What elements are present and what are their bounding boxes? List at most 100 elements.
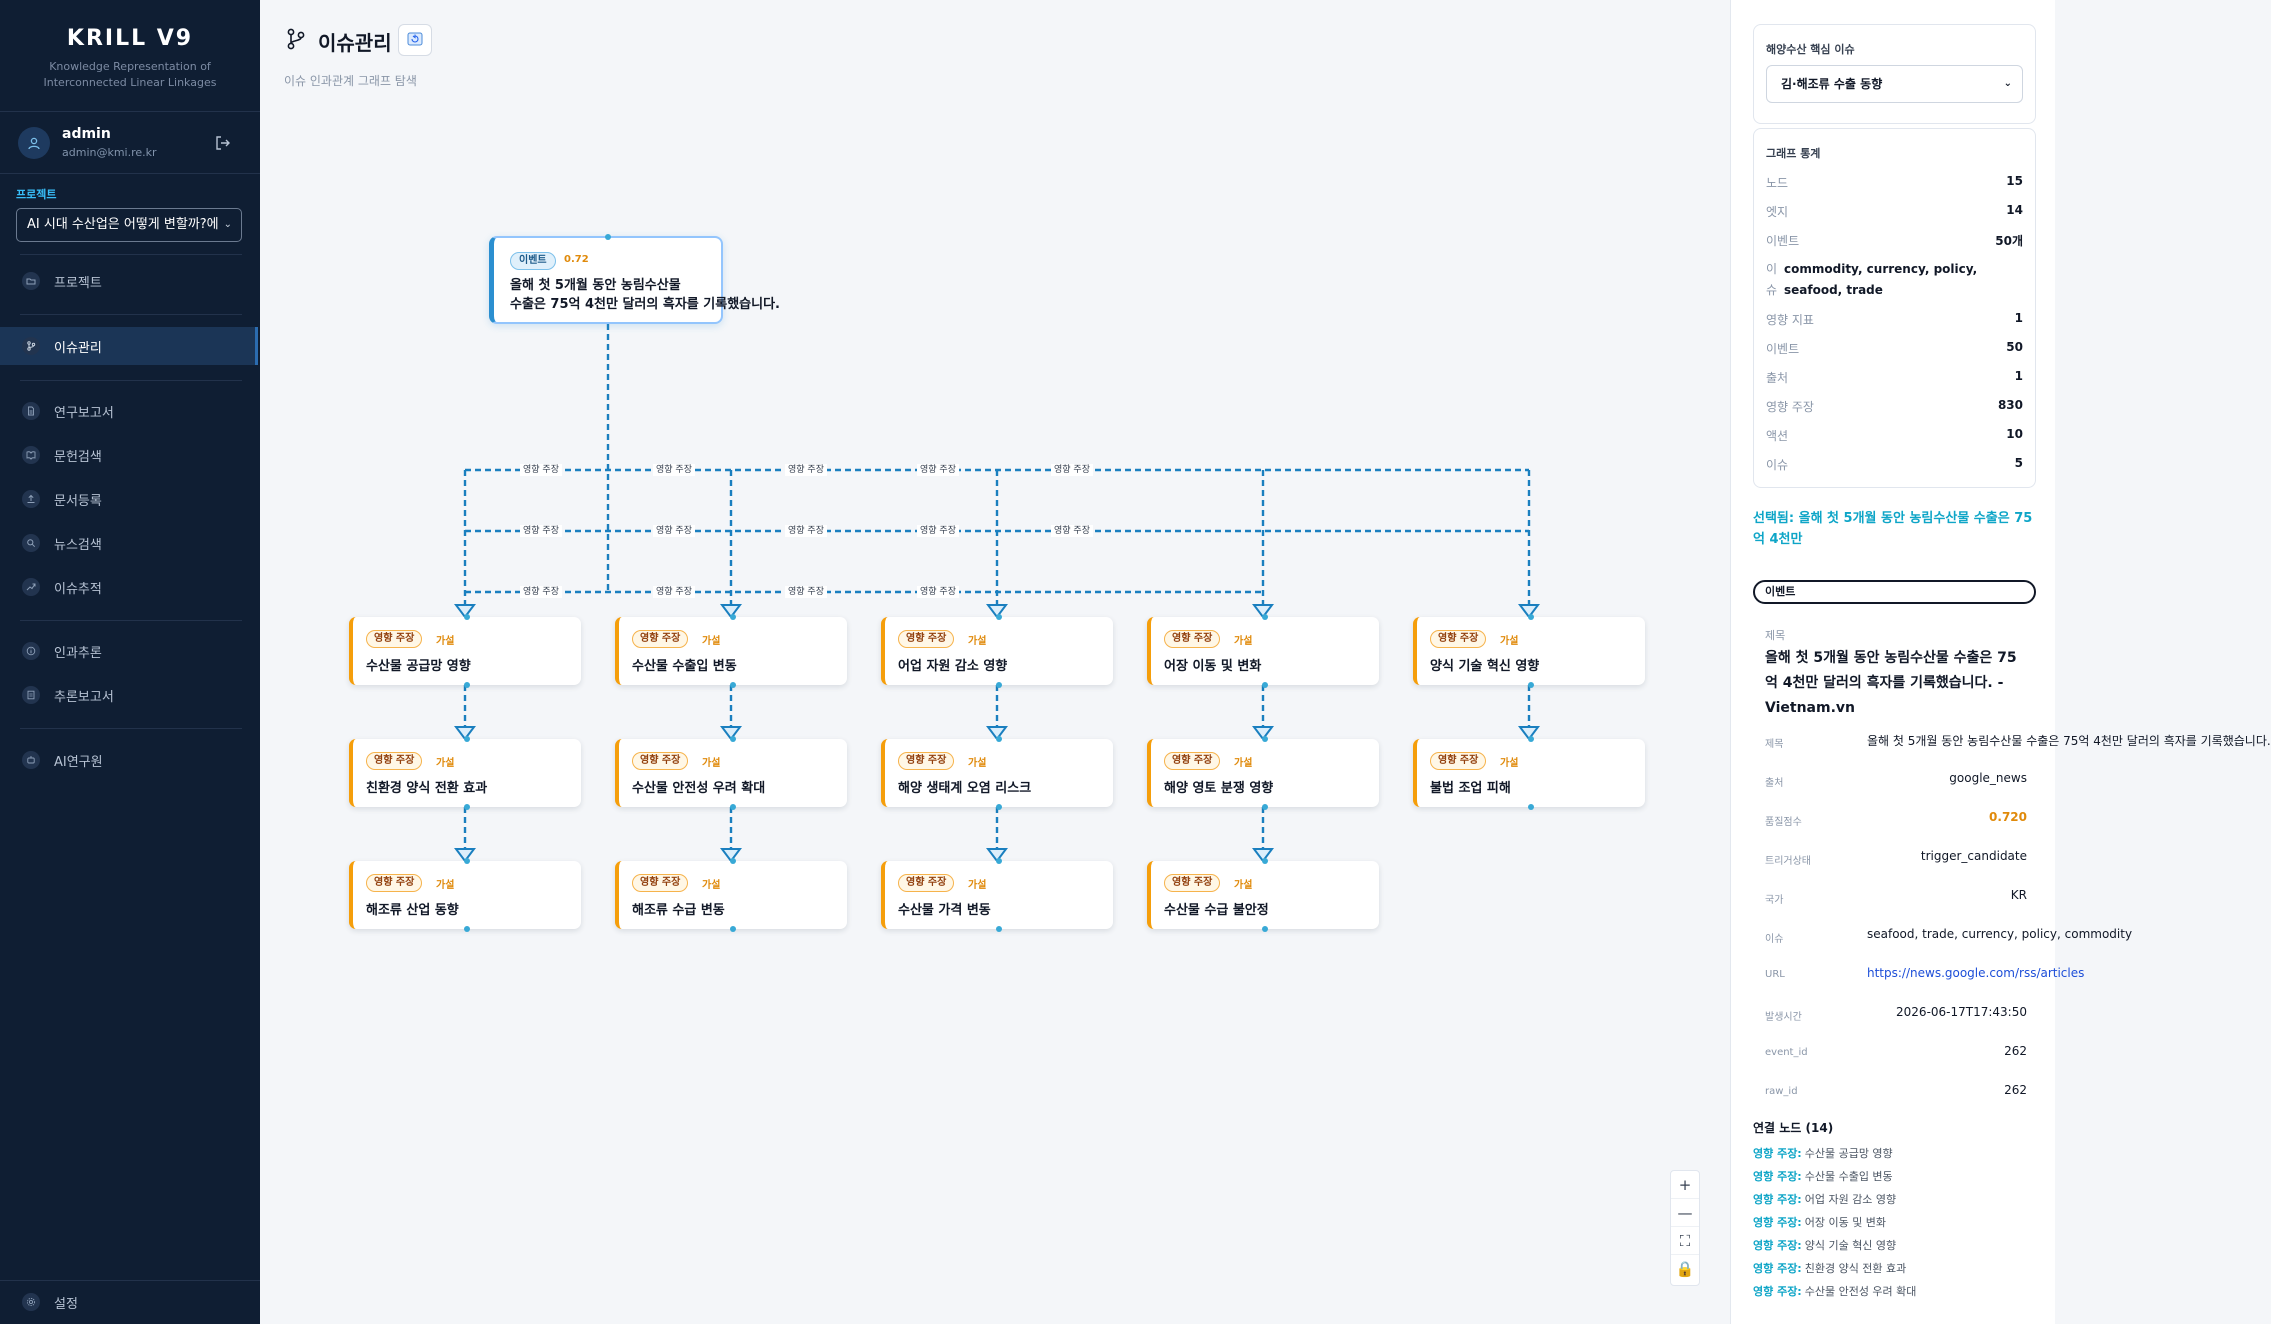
edge-arrow <box>986 726 1008 741</box>
edge-arrow <box>1518 604 1540 619</box>
chevron-down-icon: ⌄ <box>2003 78 2012 89</box>
edge-label: 영향 주장 <box>917 586 959 598</box>
node-handle <box>996 682 1002 688</box>
project-select[interactable]: AI 시대 수산업은 어떻게 변할까?에 ⌄ <box>16 208 242 242</box>
connected-node-item[interactable]: 영향 주장:친환경 양식 전환 효과 <box>1753 1260 2036 1276</box>
connected-node-name: 어업 자원 감소 영향 <box>1804 1193 1897 1206</box>
edge-arrow <box>1252 726 1274 741</box>
sidebar-item-settings[interactable]: 설정 <box>0 1283 258 1321</box>
stat-key: 엣지 <box>1766 205 1789 219</box>
report-icon <box>22 686 40 704</box>
node-handle <box>1262 858 1268 864</box>
edge-arrow <box>454 726 476 741</box>
node-badge: 영향 주장 <box>632 752 689 770</box>
node-handle <box>1262 614 1268 620</box>
node-handle <box>464 736 470 742</box>
node-badge: 영향 주장 <box>1430 752 1487 770</box>
zoom-out-button[interactable]: — <box>1671 1199 1699 1227</box>
divider <box>20 314 242 315</box>
logout-icon[interactable] <box>213 133 233 153</box>
detail-url-link[interactable]: https://news.google.com/rss/articles <box>1867 966 2085 980</box>
node-label: 수산물 수급 불안정 <box>1164 903 1269 918</box>
node-label: 어업 자원 감소 영향 <box>898 659 1008 674</box>
node-kind: 가설 <box>436 880 455 891</box>
zoom-in-button[interactable]: + <box>1671 1171 1699 1199</box>
detail-key: 출처 <box>1765 778 1784 789</box>
node-badge: 영향 주장 <box>898 874 955 892</box>
node-label: 양식 기술 혁신 영향 <box>1430 659 1540 674</box>
sidebar-item-news-search[interactable]: 뉴스검색 <box>0 524 258 562</box>
connected-node-relation: 영향 주장: <box>1753 1239 1802 1252</box>
node-label: 수산물 수출입 변동 <box>632 659 737 674</box>
node-badge: 영향 주장 <box>366 752 423 770</box>
detail-value: trigger_candidate <box>1920 849 2027 863</box>
refresh-button[interactable] <box>398 24 432 56</box>
sidebar-item-label: 설정 <box>54 1296 78 1312</box>
connected-node-item[interactable]: 영향 주장:양식 기술 혁신 영향 <box>1753 1237 2036 1253</box>
upload-icon <box>22 490 40 508</box>
sidebar: KRILL V9 Knowledge Representation of Int… <box>0 0 260 1324</box>
edge-arrow <box>1252 604 1274 619</box>
event-title-line: 수출은 75억 4천만 달러의 흑자를 기록했습니다. <box>510 297 780 312</box>
zoom-controls: + — ⛶ 🔒 <box>1670 1170 1700 1286</box>
brand-title: KRILL V9 <box>66 26 194 51</box>
sidebar-item-ai-researcher[interactable]: AI연구원 <box>0 741 258 779</box>
sidebar-item-label: 이슈관리 <box>54 340 102 356</box>
sidebar-item-project[interactable]: 프로젝트 <box>0 262 258 300</box>
issue-card-title: 해양수산 핵심 이슈 <box>1766 43 1855 56</box>
project-label: 프로젝트 <box>16 188 57 201</box>
connected-node-item[interactable]: 영향 주장:어업 자원 감소 영향 <box>1753 1191 2036 1207</box>
sidebar-item-document-upload[interactable]: 문서등록 <box>0 480 258 518</box>
node-handle <box>996 858 1002 864</box>
fit-view-button[interactable]: ⛶ <box>1671 1227 1699 1255</box>
connected-node-item[interactable]: 영향 주장:수산물 수출입 변동 <box>1753 1168 2036 1184</box>
stat-value: 5 <box>2014 456 2023 470</box>
brand-subtitle-line: Interconnected Linear Linkages <box>43 76 217 89</box>
sidebar-item-causal-inference[interactable]: 인과추론 <box>0 632 258 670</box>
node-kind: 가설 <box>1234 880 1253 891</box>
node-badge: 영향 주장 <box>1164 630 1221 648</box>
node-handle <box>730 804 736 810</box>
stat-key: 이슈 <box>1766 262 1778 297</box>
connected-node-item[interactable]: 영향 주장:수산물 안전성 우려 확대 <box>1753 1283 2036 1299</box>
sidebar-item-issue-tracking[interactable]: 이슈추적 <box>0 568 258 606</box>
edge-arrow <box>1518 726 1540 741</box>
edge-arrow <box>986 848 1008 863</box>
sidebar-item-literature-search[interactable]: 문헌검색 <box>0 436 258 474</box>
sidebar-item-research-report[interactable]: 연구보고서 <box>0 392 258 430</box>
node-handle <box>996 804 1002 810</box>
lock-button[interactable]: 🔒 <box>1675 1260 1695 1278</box>
sidebar-item-issue-management[interactable]: 이슈관리 <box>0 327 258 365</box>
sidebar-item-label: 추론보고서 <box>54 689 114 705</box>
stat-value: 50개 <box>1995 234 2023 248</box>
issue-select[interactable]: 김·해조류 수출 동향 ⌄ <box>1766 65 2023 103</box>
node-handle <box>996 736 1002 742</box>
detail-key: 발생시간 <box>1765 1012 1802 1023</box>
node-handle <box>996 614 1002 620</box>
event-node[interactable]: 이벤트 0.72 올해 첫 5개월 동안 농림수산물 수출은 75억 4천만 달… <box>489 234 780 324</box>
connected-node-item[interactable]: 영향 주장:수산물 공급망 영향 <box>1753 1145 2036 1161</box>
sidebar-item-inference-report[interactable]: 추론보고서 <box>0 676 258 714</box>
node-handle <box>464 858 470 864</box>
node-label: 해양 영토 분쟁 영향 <box>1164 781 1274 796</box>
connected-node-item[interactable]: 영향 주장:어장 이동 및 변화 <box>1753 1214 2036 1230</box>
event-title-line: 올해 첫 5개월 동안 농림수산물 <box>510 278 681 293</box>
